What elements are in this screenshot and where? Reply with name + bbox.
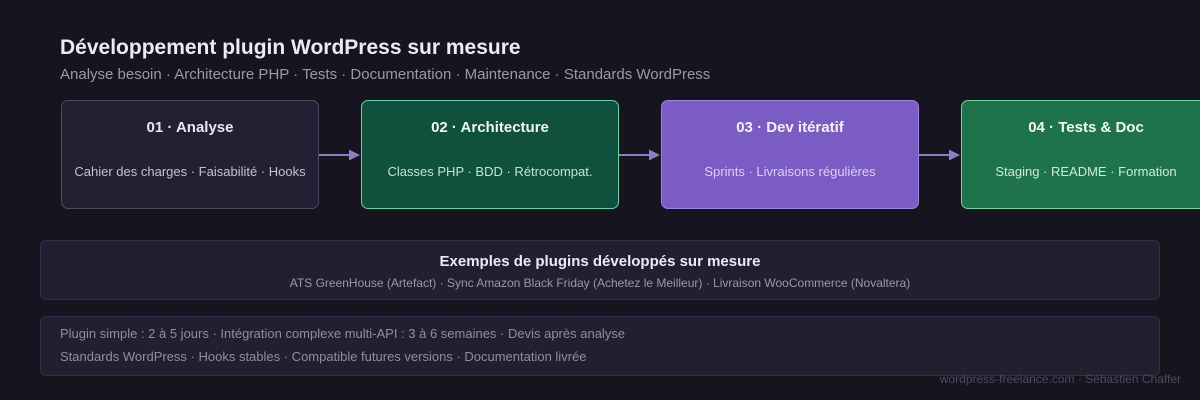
step-architecture: 02 · Architecture Classes PHP · BDD · Ré…: [361, 100, 619, 209]
info-line-standards: Standards WordPress · Hooks stables · Co…: [60, 349, 587, 364]
step-analyse: 01 · Analyse Cahier des charges · Faisab…: [61, 100, 319, 209]
step-description: Classes PHP · BDD · Rétrocompat.: [387, 164, 593, 179]
info-line-pricing: Plugin simple : 2 à 5 jours · Intégratio…: [60, 326, 626, 341]
step-dev-iteratif: 03 · Dev itératif Sprints · Livraisons r…: [661, 100, 919, 209]
info-panel: Plugin simple : 2 à 5 jours · Intégratio…: [40, 316, 1160, 376]
step-description: Cahier des charges · Faisabilité · Hooks: [74, 164, 306, 179]
step-description: Sprints · Livraisons régulières: [704, 164, 876, 179]
step-title: 02 · Architecture: [431, 119, 549, 136]
arrow-right-icon: [919, 149, 960, 161]
step-title: 04 · Tests & Doc: [1028, 119, 1144, 136]
examples-list: ATS GreenHouse (Artefact) · Sync Amazon …: [289, 276, 911, 290]
page-subtitle: Analyse besoin · Architecture PHP · Test…: [60, 66, 711, 83]
footer-credit: wordpress-freelance.com · Sébastien Chaf…: [939, 372, 1181, 386]
arrow-right-icon: [619, 149, 660, 161]
step-title: 03 · Dev itératif: [736, 119, 844, 136]
step-title: 01 · Analyse: [146, 119, 234, 136]
arrow-right-icon: [319, 149, 360, 161]
examples-panel: Exemples de plugins développés sur mesur…: [40, 240, 1160, 300]
page-title: Développement plugin WordPress sur mesur…: [60, 36, 521, 59]
step-tests-doc: 04 · Tests & Doc Staging · README · Form…: [961, 100, 1200, 209]
step-description: Staging · README · Formation: [995, 164, 1177, 179]
examples-title: Exemples de plugins développés sur mesur…: [439, 253, 761, 270]
